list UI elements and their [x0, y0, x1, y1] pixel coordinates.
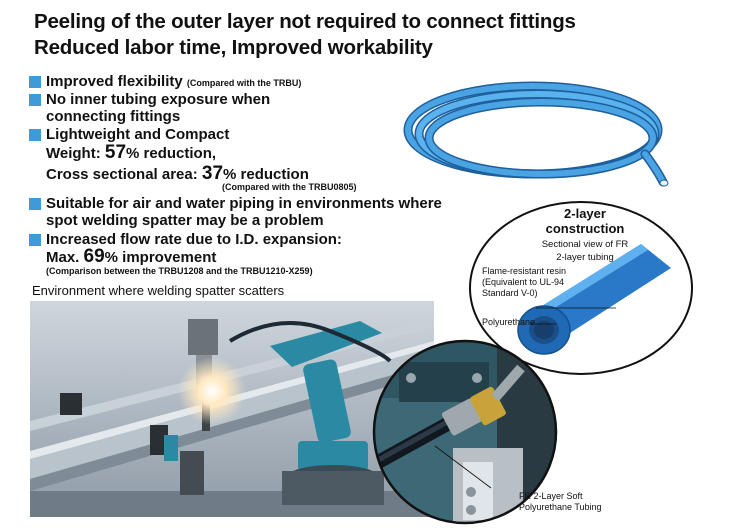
feature-no-exposure: No inner tubing exposure when connecting…: [29, 91, 329, 125]
cross-section-note: (Compared with the TRBU0805): [222, 182, 357, 192]
flow-suffix: % improvement: [104, 249, 217, 266]
fr-tubing-label-line-2: Polyurethane Tubing: [519, 502, 602, 512]
feature-flexibility: Improved flexibility (Compared with the …: [29, 73, 449, 92]
section-subtitle-line-1: Sectional view of FR: [541, 239, 629, 250]
feature-flow: Increased flow rate due to I.D. expansio…: [29, 231, 449, 248]
flow-improvement: Max. 69% improvement: [46, 246, 216, 268]
bullet-square-icon: [29, 234, 41, 246]
section-subtitle: Sectional view of FR 2-layer tubing: [521, 238, 649, 264]
feature-note: (Compared with the TRBU): [186, 78, 302, 88]
headline-line-1: Peeling of the outer layer not required …: [34, 10, 576, 33]
flow-note: (Comparison between the TRBU1208 and the…: [46, 266, 313, 276]
bullet-square-icon: [29, 94, 41, 106]
outer-label-line-3: Standard V-0): [482, 288, 538, 298]
feature-spatter: Suitable for air and water piping in env…: [29, 195, 459, 229]
cross-section-prefix: Cross sectional area:: [46, 166, 202, 183]
weight-suffix: % reduction,: [126, 145, 217, 162]
section-title: 2-layer construction: [533, 206, 637, 236]
feature-text: Lightweight and Compact: [46, 126, 230, 143]
coiled-tubing-image: [403, 81, 669, 187]
cross-section-reduction: Cross sectional area: 37% reduction: [46, 163, 309, 185]
feature-text: Improved flexibility: [46, 73, 183, 90]
outer-label-line-1: Flame-resistant resin: [482, 266, 567, 276]
headline-line-2: Reduced labor time, Improved workability: [34, 36, 433, 59]
magnified-detail-circle: [372, 339, 558, 525]
cross-section-circle: [469, 201, 693, 375]
section-title-line-2: construction: [545, 221, 625, 236]
cross-section-value: 37: [201, 163, 224, 184]
inner-layer-label: Polyurethane: [482, 317, 536, 327]
weight-value: 57: [104, 142, 127, 163]
section-title-line-1: 2-layer: [564, 206, 606, 221]
feature-text: Increased flow rate due to I.D. expansio…: [46, 231, 342, 248]
bullet-square-icon: [29, 198, 41, 210]
environment-caption: Environment where welding spatter scatte…: [32, 283, 285, 298]
outer-layer-label: Flame-resistant resin (Equivalent to UL-…: [482, 266, 566, 299]
bullet-square-icon: [29, 76, 41, 88]
cross-section-suffix: % reduction: [223, 166, 309, 183]
feature-text: Suitable for air and water piping in env…: [46, 195, 442, 229]
fr-tubing-label-line-1: FR 2-Layer Soft: [519, 491, 583, 501]
feature-text: No inner tubing exposure when connecting…: [46, 91, 271, 125]
flow-value: 69: [83, 246, 105, 267]
section-subtitle-line-2: 2-layer tubing: [556, 252, 614, 263]
feature-lightweight: Lightweight and Compact: [29, 126, 449, 143]
bullet-square-icon: [29, 129, 41, 141]
weight-prefix: Weight:: [46, 145, 105, 162]
outer-label-line-2: (Equivalent to UL-94: [482, 277, 565, 287]
flow-prefix: Max.: [46, 249, 84, 266]
welding-environment-image: [30, 301, 434, 517]
weight-reduction: Weight: 57% reduction,: [46, 142, 216, 164]
fr-tubing-label: FR 2-Layer Soft Polyurethane Tubing: [519, 491, 602, 513]
